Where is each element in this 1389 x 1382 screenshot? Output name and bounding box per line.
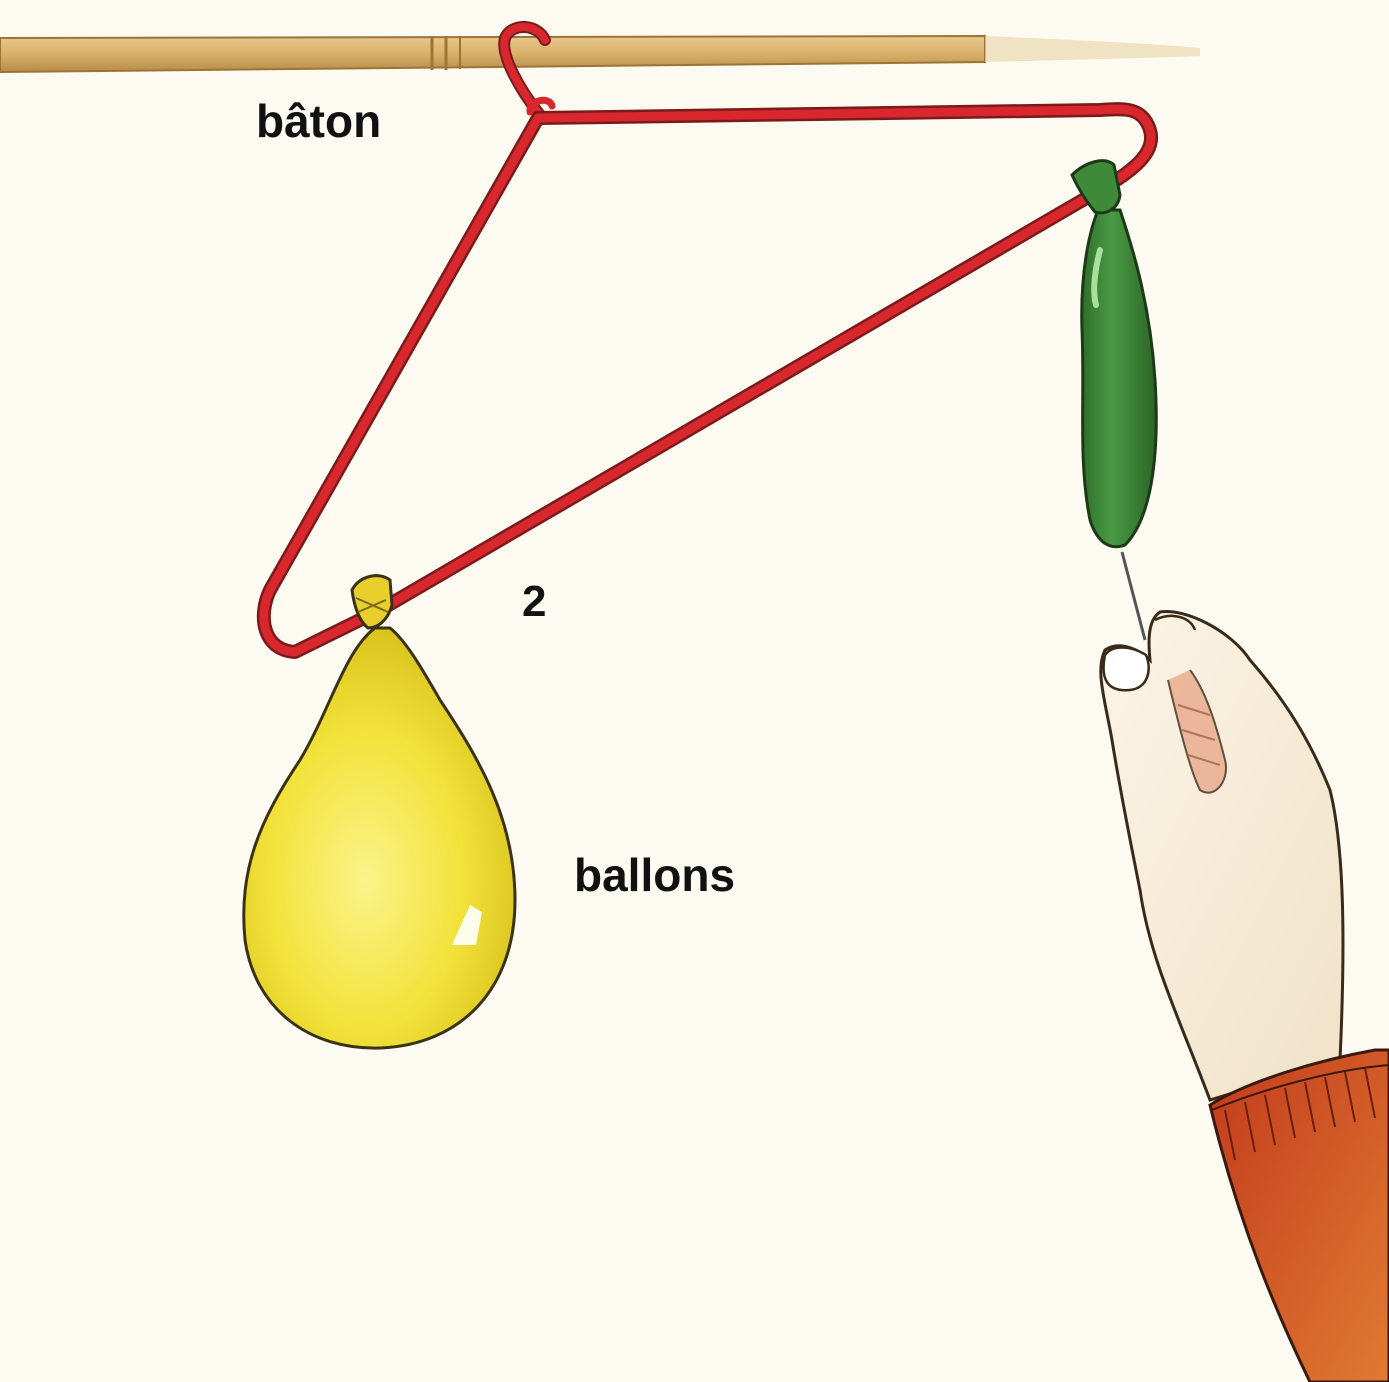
hand bbox=[1099, 610, 1345, 1102]
green-balloon bbox=[1070, 159, 1158, 549]
coat-hanger bbox=[256, 21, 1159, 659]
yellow-balloon bbox=[242, 574, 517, 1050]
wooden-stick bbox=[0, 34, 1200, 74]
balloons-label: ballons bbox=[574, 849, 736, 901]
pin bbox=[1120, 551, 1147, 641]
sweater-sleeve bbox=[1208, 1048, 1389, 1382]
stick-label: bâton bbox=[256, 95, 382, 147]
step-number: 2 bbox=[522, 577, 547, 626]
